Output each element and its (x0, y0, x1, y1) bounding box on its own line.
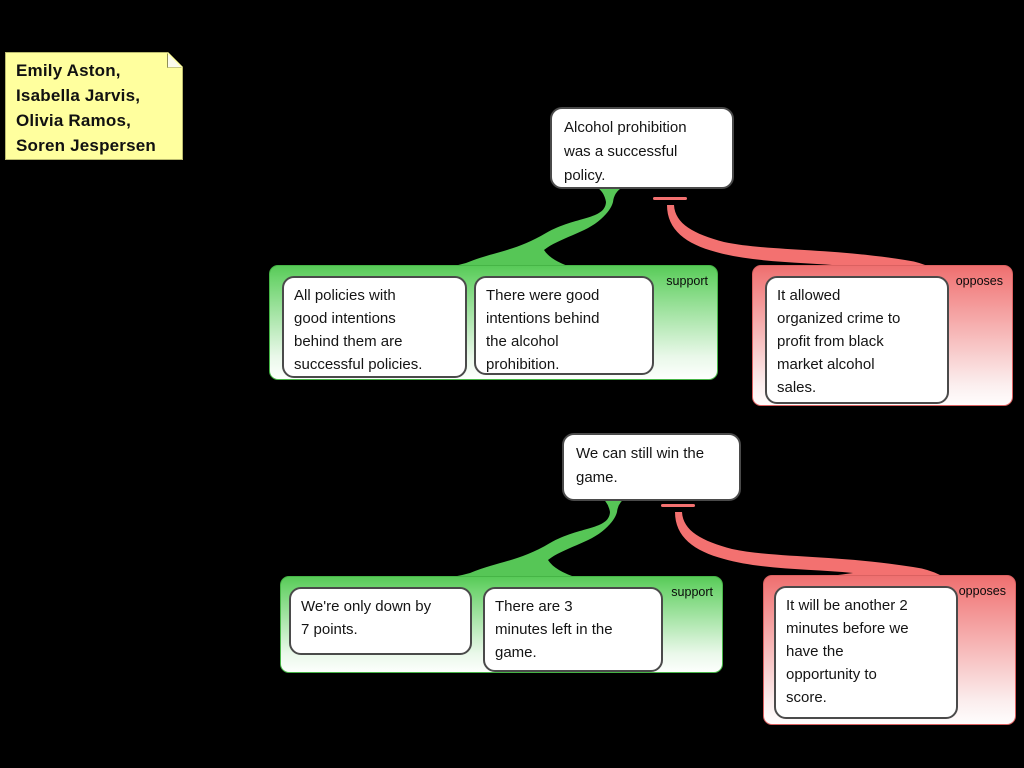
premise-text: There were good intentions behind the al… (486, 287, 600, 373)
claim-box[interactable]: Alcohol prohibition was a successful pol… (550, 107, 734, 189)
oppose-connector[interactable] (661, 504, 940, 575)
support-group[interactable]: support We're only down by 7 points. The… (280, 576, 723, 673)
sticky-note[interactable]: Emily Aston, Isabella Jarvis, Olivia Ram… (5, 52, 183, 160)
group-label: opposes (958, 584, 1006, 598)
group-label: support (671, 585, 713, 599)
claim-text: Alcohol prohibition was a successful pol… (564, 119, 687, 184)
premise-text: There are 3 minutes left in the game. (495, 598, 613, 661)
oppose-connector[interactable] (653, 197, 932, 268)
claim-box[interactable]: We can still win the game. (562, 433, 741, 501)
support-connector[interactable] (442, 497, 627, 578)
group-label: opposes (955, 274, 1003, 288)
premise-box[interactable]: There were good intentions behind the al… (474, 276, 654, 375)
oppose-group[interactable]: opposes It will be another 2 minutes bef… (763, 575, 1016, 725)
support-connector[interactable] (438, 187, 623, 268)
group-label: support (666, 274, 708, 288)
oppose-group[interactable]: opposes It allowed organized crime to pr… (752, 265, 1013, 406)
premise-box[interactable]: All policies with good intentions behind… (282, 276, 467, 378)
premise-box[interactable]: We're only down by 7 points. (289, 587, 472, 655)
premise-text: We're only down by 7 points. (301, 598, 432, 638)
premise-box[interactable]: It will be another 2 minutes before we h… (774, 586, 958, 719)
premise-box[interactable]: It allowed organized crime to profit fro… (765, 276, 949, 404)
premise-text: It will be another 2 minutes before we h… (786, 597, 909, 706)
premise-text: It allowed organized crime to profit fro… (777, 287, 901, 396)
claim-text: We can still win the game. (576, 445, 705, 486)
support-group[interactable]: support All policies with good intention… (269, 265, 718, 380)
note-text: Emily Aston, Isabella Jarvis, Olivia Ram… (16, 61, 157, 155)
premise-box[interactable]: There are 3 minutes left in the game. (483, 587, 663, 672)
premise-text: All policies with good intentions behind… (294, 287, 423, 373)
